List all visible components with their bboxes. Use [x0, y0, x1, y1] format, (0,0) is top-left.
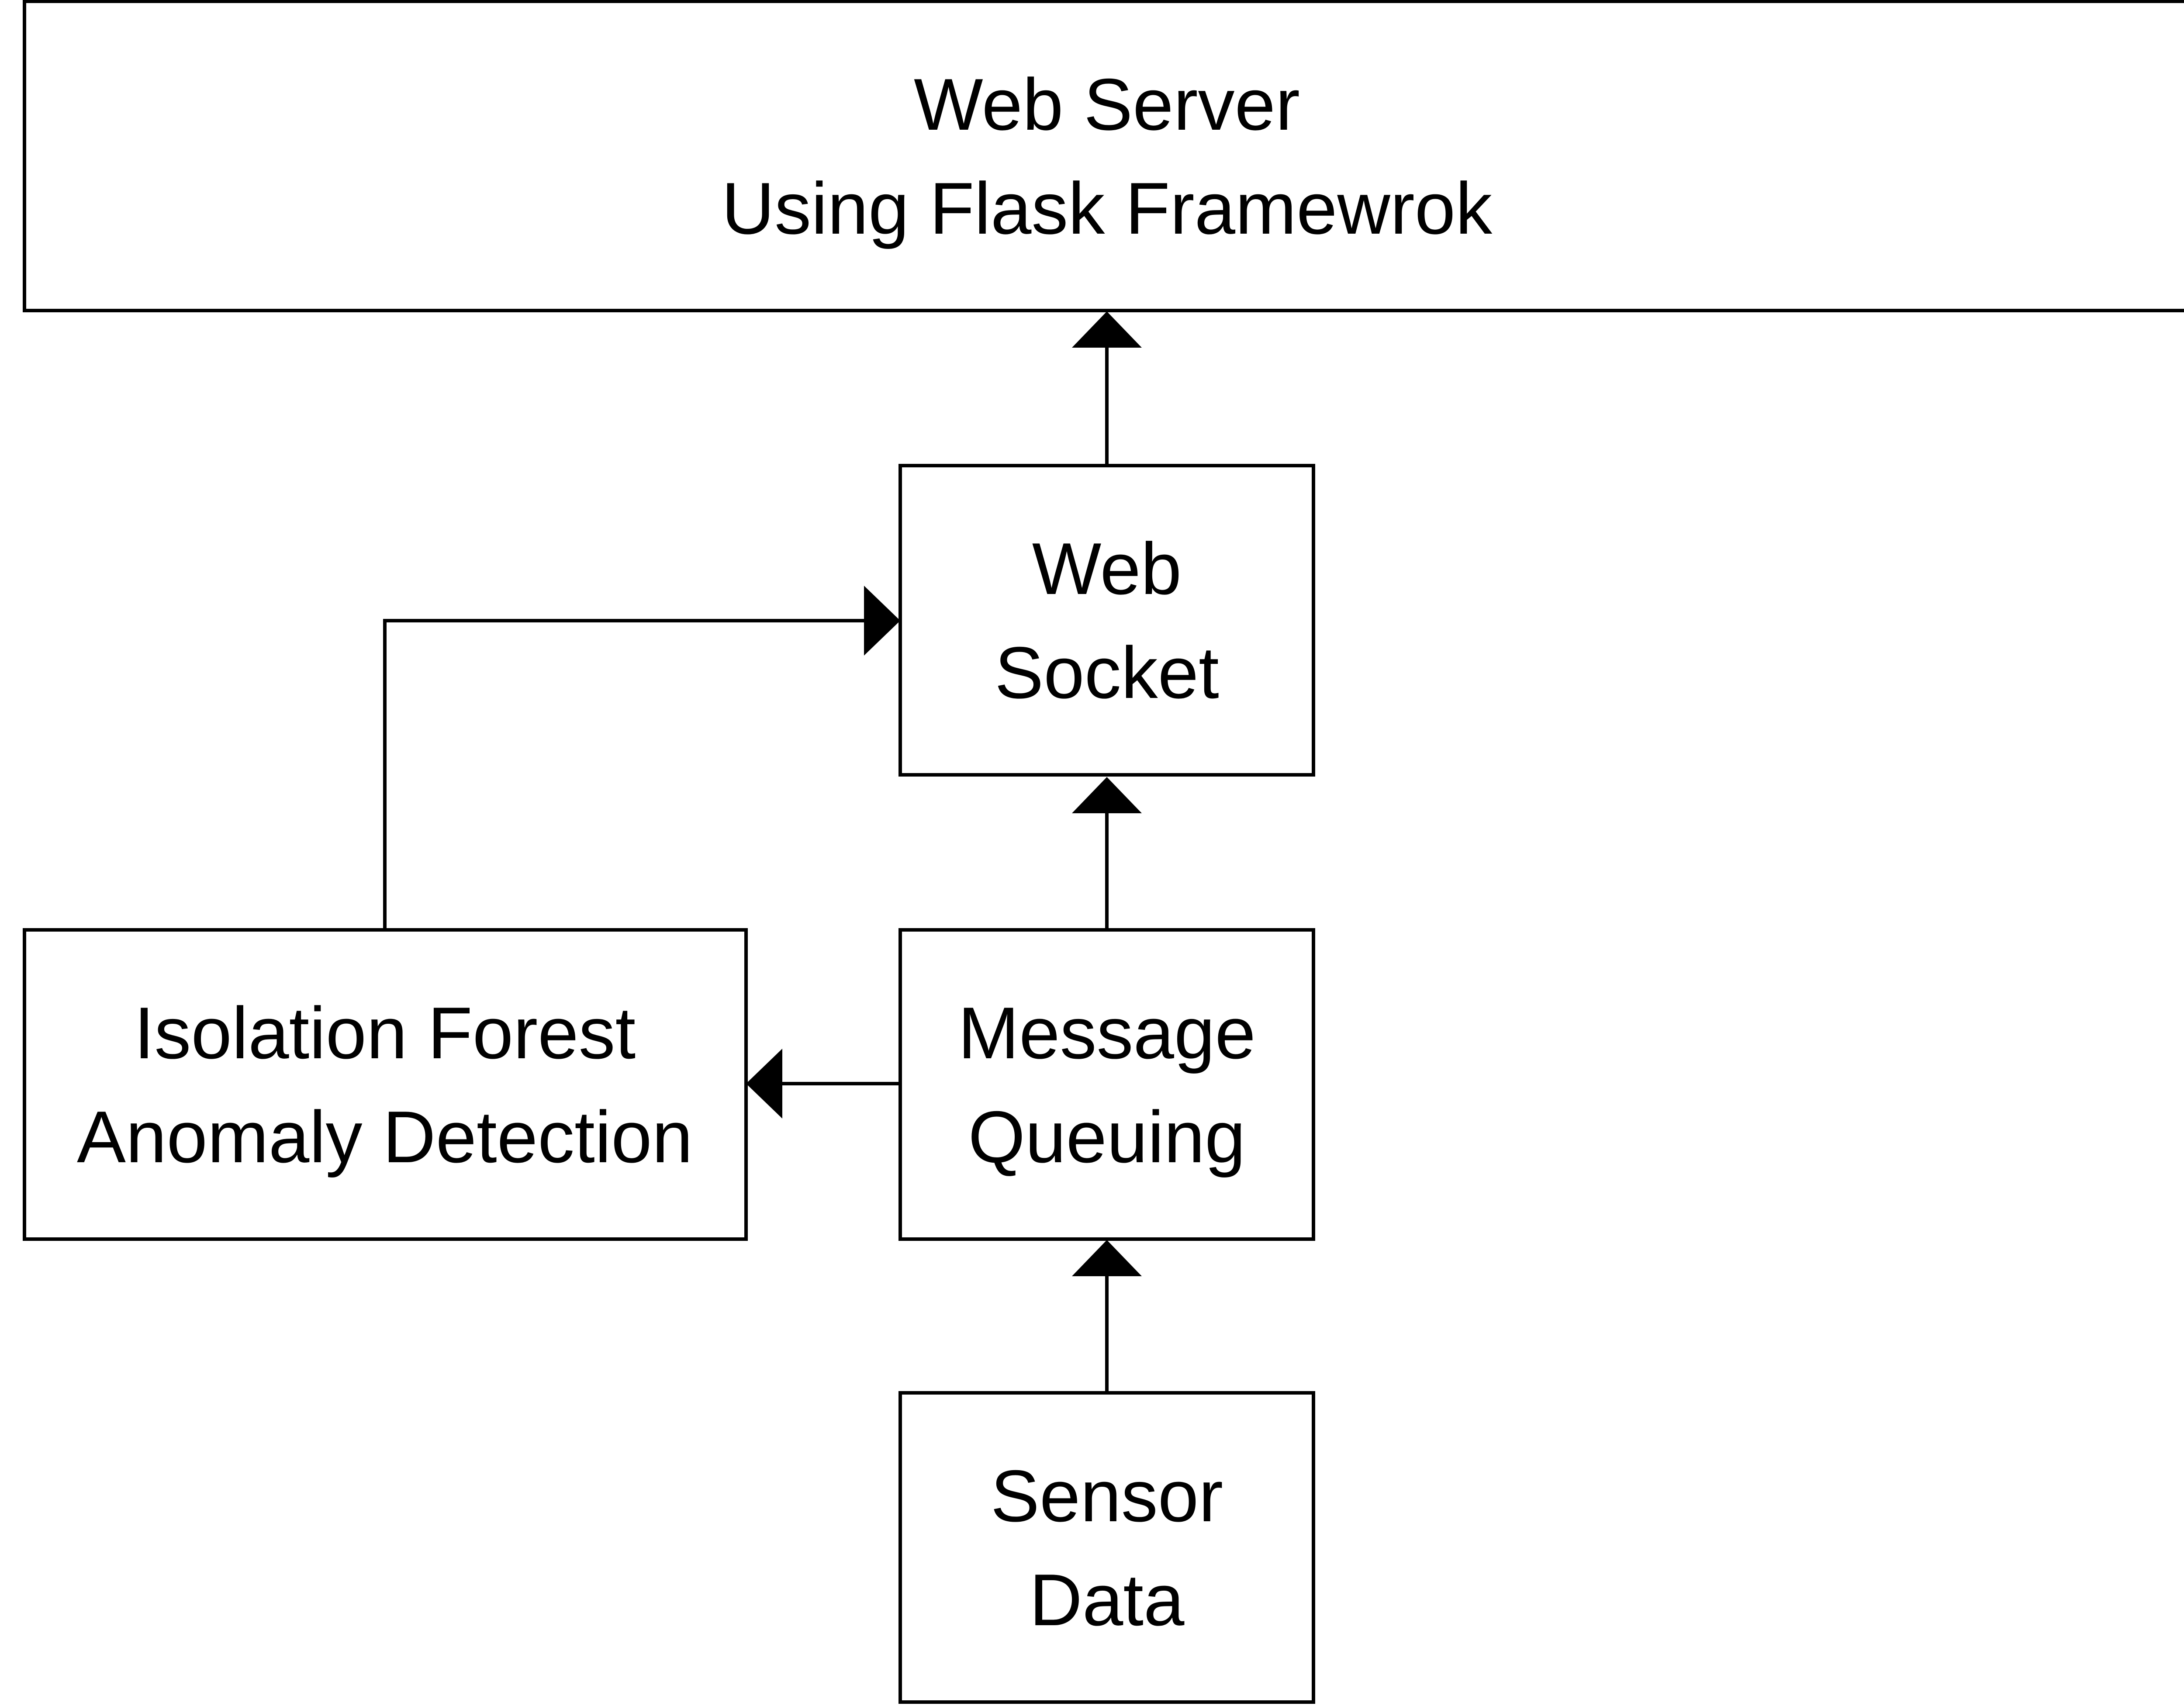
web-server-label: Using Flask Framewrok	[722, 167, 1493, 249]
web-socket-label: Web	[1032, 528, 1182, 610]
web-server-label: Web Server	[914, 63, 1300, 145]
message-queuing-label: Message	[958, 992, 1256, 1074]
arrowhead-up	[1072, 1240, 1142, 1276]
connector-line	[383, 619, 864, 930]
node-sensor-data: Sensor Data	[898, 1391, 1315, 1704]
web-socket-box	[898, 464, 1315, 777]
arrowhead-left	[746, 1049, 782, 1119]
sensor-data-box	[898, 1391, 1315, 1704]
sensor-data-label: Sensor	[991, 1455, 1223, 1537]
message-queuing-box	[898, 928, 1315, 1241]
node-web-server: Web Server Using Flask Framewrok	[23, 0, 2184, 312]
node-isolation-forest: Isolation Forest Anomaly Detection	[23, 928, 748, 1241]
web-socket-label: Socket	[995, 632, 1219, 714]
node-message-queuing: Message Queuing	[898, 928, 1315, 1241]
isolation-forest-label: Anomaly Detection	[77, 1096, 693, 1178]
edge-isolation-forest-to-web-socket	[383, 586, 900, 930]
sensor-data-label: Data	[1030, 1559, 1185, 1641]
arrowhead-up	[1072, 311, 1142, 348]
edge-message-queuing-to-isolation-forest	[746, 1049, 900, 1119]
edge-sensor-data-to-message-queuing	[1072, 1240, 1142, 1393]
arrowhead-up	[1072, 777, 1142, 813]
edge-web-socket-to-web-server	[1072, 311, 1142, 466]
message-queuing-label: Queuing	[968, 1096, 1245, 1178]
arrowhead-right	[864, 586, 900, 656]
isolation-forest-box	[23, 928, 748, 1241]
edge-message-queuing-to-web-socket	[1072, 777, 1142, 930]
web-server-box	[23, 0, 2184, 312]
isolation-forest-label: Isolation Forest	[134, 992, 636, 1074]
node-web-socket: Web Socket	[898, 464, 1315, 777]
